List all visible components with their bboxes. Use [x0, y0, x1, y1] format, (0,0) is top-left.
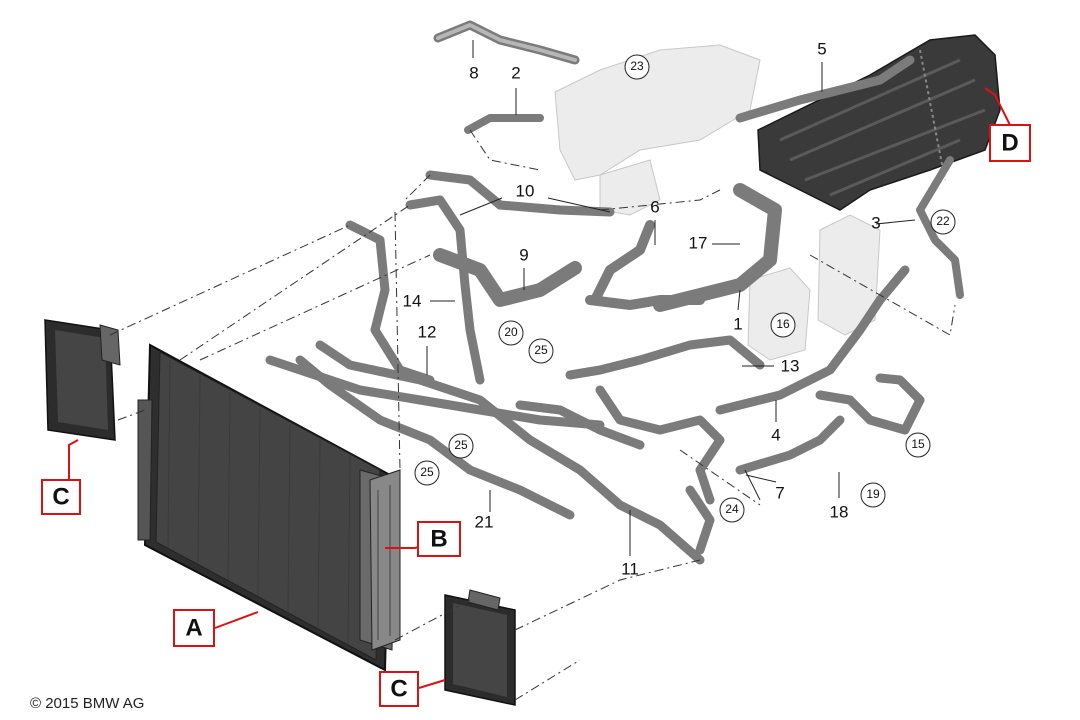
- assembly-lines: [109, 129, 956, 701]
- engine-ghost: [554, 44, 761, 216]
- svg-text:23: 23: [630, 59, 644, 73]
- circled-19: 19: [860, 482, 886, 508]
- box-c-left: C: [41, 479, 81, 515]
- svg-text:19: 19: [866, 487, 880, 501]
- svg-text:24: 24: [725, 502, 739, 516]
- callout-21: 21: [475, 512, 494, 531]
- circled-23: 23: [624, 54, 650, 80]
- callout-12: 12: [418, 322, 437, 341]
- callout-4: 4: [771, 425, 780, 444]
- coolant-hoses: [265, 20, 964, 565]
- box-d: D: [989, 124, 1031, 162]
- condenser-b: [369, 469, 401, 651]
- svg-text:15: 15: [911, 437, 925, 451]
- circled-16: 16: [770, 312, 796, 338]
- svg-text:25: 25: [534, 343, 548, 357]
- svg-text:A: A: [185, 614, 202, 641]
- radiator-a: [137, 343, 396, 672]
- circled-25-b: 25: [448, 433, 474, 459]
- intake-manifold-d: [757, 34, 1001, 211]
- callout-9: 9: [519, 245, 528, 264]
- callout-2: 2: [511, 63, 520, 82]
- callout-8: 8: [469, 63, 478, 82]
- circled-24: 24: [719, 497, 745, 523]
- box-a: A: [173, 609, 215, 647]
- circled-15: 15: [905, 432, 931, 458]
- svg-text:25: 25: [454, 438, 468, 452]
- circled-22: 22: [930, 209, 956, 235]
- callout-13: 13: [781, 356, 800, 375]
- callout-18: 18: [830, 502, 849, 521]
- aux-radiator-c-bottom: [444, 589, 516, 706]
- callout-3: 3: [871, 213, 880, 232]
- callout-11: 11: [621, 559, 639, 578]
- callout-10: 10: [516, 181, 535, 200]
- circled-numbers: 23 22 16 20 25 25 25 15 19 24: [414, 54, 956, 523]
- circled-20: 20: [498, 320, 524, 346]
- box-b: B: [417, 521, 461, 557]
- part-numbers: 8 2 5 3 10 6 17 9 14 12 1 13 4 7 21 11 1…: [403, 39, 881, 578]
- svg-text:C: C: [52, 483, 69, 510]
- callout-14: 14: [403, 291, 422, 310]
- svg-text:D: D: [1001, 129, 1018, 156]
- letter-boxes: C B A C D: [41, 87, 1031, 707]
- copyright-text: © 2015 BMW AG: [30, 695, 144, 712]
- callout-17: 17: [689, 233, 708, 252]
- callout-1: 1: [733, 314, 742, 333]
- callout-5: 5: [817, 39, 826, 58]
- circled-25-c: 25: [414, 460, 440, 486]
- leader-lines: [426, 40, 916, 556]
- svg-text:25: 25: [420, 465, 434, 479]
- svg-text:C: C: [390, 675, 407, 702]
- aux-radiator-c-left: [44, 319, 121, 441]
- callout-6: 6: [650, 197, 659, 216]
- expansion-tank-ghost: [747, 214, 881, 361]
- box-c-bottom: C: [379, 671, 419, 707]
- svg-text:22: 22: [936, 214, 950, 228]
- svg-text:20: 20: [504, 325, 518, 339]
- svg-text:B: B: [430, 525, 447, 552]
- svg-text:16: 16: [776, 317, 790, 331]
- circled-25-a: 25: [528, 338, 554, 364]
- callout-7: 7: [775, 483, 784, 502]
